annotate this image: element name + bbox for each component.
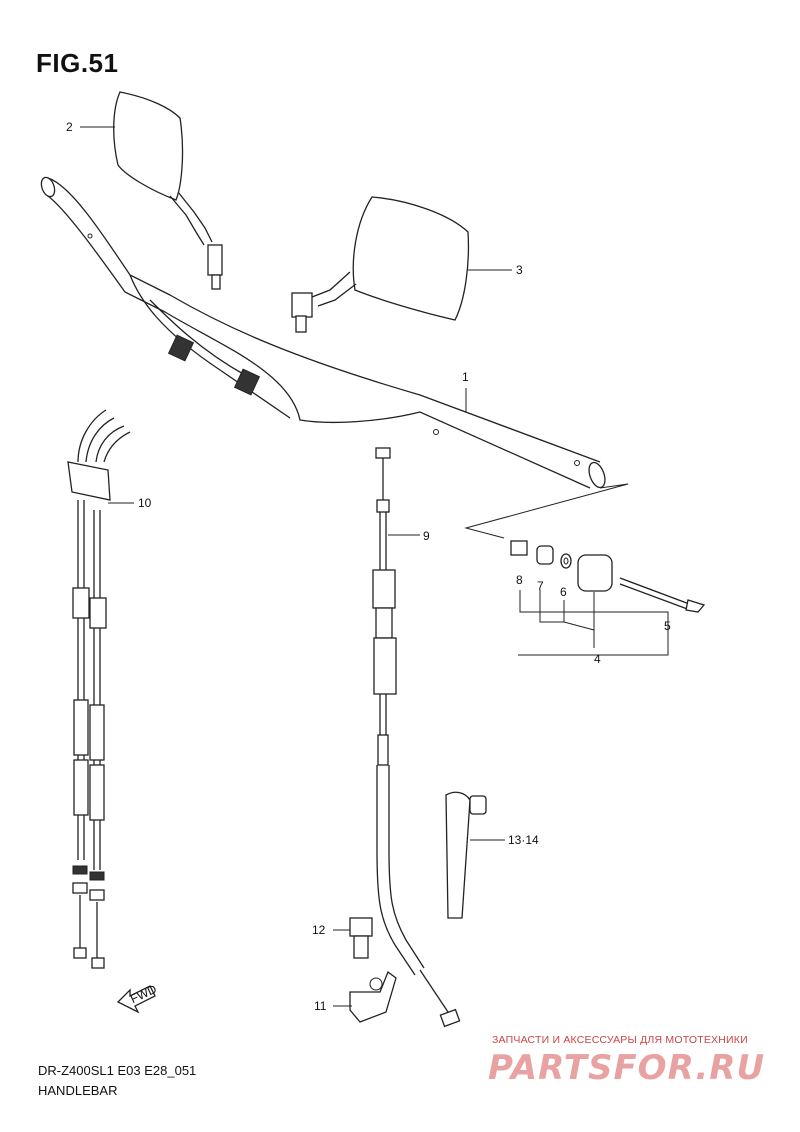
callout-12: 12: [312, 923, 326, 937]
left-mirror: [113, 91, 223, 290]
callout-7: 7: [537, 579, 544, 593]
callout-11: 11: [314, 999, 327, 1013]
watermark-tagline: ЗАПЧАСТИ И АКСЕССУАРЫ ДЛЯ МОТОТЕХНИКИ: [492, 1034, 748, 1046]
figure-title: FIG.51: [36, 48, 119, 78]
callout-6: 6: [560, 585, 567, 599]
callout-9: 9: [423, 529, 430, 543]
callout-4: 4: [594, 652, 601, 666]
cable-clamp: [349, 970, 397, 1023]
cable-tie: [445, 791, 487, 919]
model-code: DR-Z400SL1 E03 E28_051: [38, 1063, 197, 1078]
fwd-label: FWD: [128, 982, 159, 1006]
callout-5: 5: [664, 619, 671, 633]
watermark-logo: PARTSFOR.RU: [488, 1048, 766, 1088]
section-name: HANDLEBAR: [38, 1083, 118, 1098]
break-line: [464, 483, 629, 539]
throttle-cables: [67, 409, 131, 969]
leader-lines: [80, 126, 512, 1007]
handlebar: [40, 176, 606, 489]
clutch-cable: [372, 447, 461, 1028]
callout-2: 2: [66, 120, 73, 134]
bolt: [349, 917, 373, 959]
fwd-arrow-icon: FWD: [116, 982, 159, 1014]
callout-8: 8: [516, 573, 523, 587]
callout-10: 10: [138, 496, 152, 510]
bar-end-assembly: [510, 540, 706, 656]
callout-13-14: 13·14: [508, 833, 539, 847]
callout-1: 1: [462, 370, 469, 384]
right-mirror: [291, 196, 470, 333]
callout-3: 3: [516, 263, 523, 277]
